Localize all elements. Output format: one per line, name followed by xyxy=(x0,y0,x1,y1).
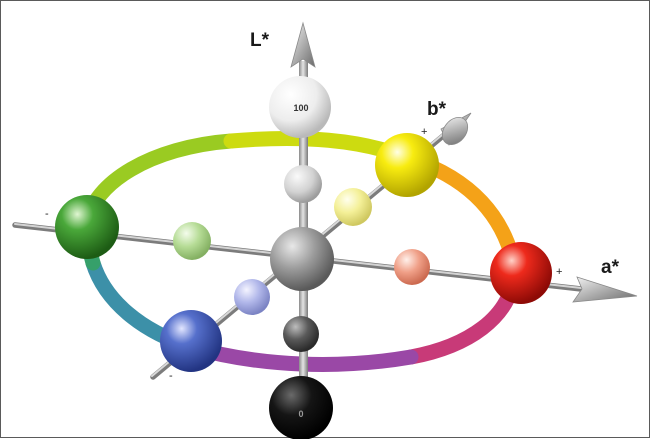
l-axis-label: L* xyxy=(250,30,270,51)
b-negative-sign: - xyxy=(169,370,173,382)
light-yellow-ball xyxy=(334,188,372,226)
blue-ball xyxy=(160,310,222,372)
center-gray-ball xyxy=(270,227,334,291)
a-axis-arrow-icon xyxy=(572,276,638,303)
black-ball xyxy=(269,376,333,439)
a-negative-sign: - xyxy=(45,208,49,220)
b-positive-sign: + xyxy=(421,126,427,138)
white-ball xyxy=(269,76,331,138)
b-axis-label: b* xyxy=(427,99,447,120)
black-ball-label: 0 xyxy=(298,409,303,419)
light-gray-ball xyxy=(284,165,322,203)
light-blue-ball xyxy=(234,279,270,315)
b-axis-arrow-head-icon xyxy=(441,116,469,146)
light-green-ball xyxy=(173,222,211,260)
a-positive-sign: + xyxy=(556,266,562,278)
green-ball xyxy=(55,195,119,259)
red-ball xyxy=(490,242,552,304)
white-ball-label: 100 xyxy=(293,103,308,113)
dark-gray-ball xyxy=(283,316,319,352)
l-axis-arrow-icon xyxy=(290,21,316,68)
light-red-ball xyxy=(394,249,430,285)
a-axis-label: a* xyxy=(601,257,620,278)
yellow-ball xyxy=(375,133,439,197)
